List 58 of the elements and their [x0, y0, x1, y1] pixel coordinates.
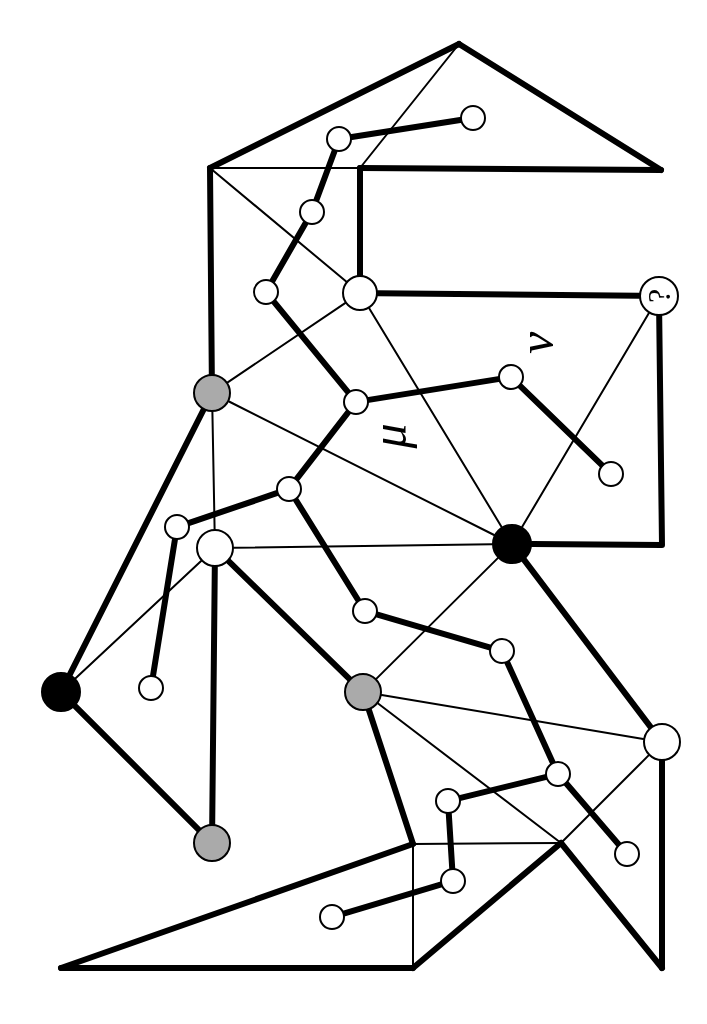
edge-line	[67, 407, 207, 678]
edge-line	[211, 411, 216, 530]
variable-label: ν	[511, 331, 562, 355]
vertex-circle	[435, 788, 461, 814]
vertex-circle	[498, 364, 524, 390]
vertex-circle	[639, 276, 679, 316]
vertex-circle	[342, 275, 378, 311]
vertex-circle	[326, 126, 352, 152]
edge-line	[293, 409, 352, 482]
edge-line	[357, 165, 363, 278]
edge-line	[313, 148, 338, 203]
vertex-circle	[598, 461, 624, 487]
vertex-circle	[343, 389, 369, 415]
edge-line	[659, 758, 665, 971]
vertex-circle	[643, 723, 681, 761]
edge-line	[72, 703, 202, 833]
edge-line	[380, 694, 645, 740]
edge-line	[445, 811, 456, 871]
edge-line	[365, 707, 416, 847]
vertex-circle	[253, 279, 279, 305]
vertex-circle	[489, 638, 515, 664]
edge-line	[225, 558, 353, 682]
edge-line	[207, 165, 215, 377]
vertex-circle	[299, 199, 325, 225]
edge-line	[504, 659, 556, 766]
vertex-circle	[193, 374, 231, 412]
edge-line	[377, 702, 562, 844]
edge-line	[186, 490, 280, 526]
vertex-circle	[276, 476, 302, 502]
vertex-circle	[460, 105, 486, 131]
vertex-circle	[164, 514, 190, 540]
edge-line	[271, 299, 351, 395]
edge-line	[209, 564, 218, 827]
edge-line	[269, 220, 309, 284]
vertex-circle	[41, 672, 81, 712]
edge-line	[521, 312, 650, 528]
edge-line	[517, 383, 605, 468]
vertex-circle	[440, 868, 466, 894]
edge-line	[292, 497, 362, 603]
vertex-circle	[492, 524, 532, 564]
vertex-circle	[138, 675, 164, 701]
vertex-circle	[344, 673, 382, 711]
edge-line	[368, 307, 503, 528]
edge-line	[226, 302, 347, 384]
edge-line	[521, 556, 654, 730]
vertex-circle	[196, 529, 234, 567]
edge-line	[233, 543, 493, 549]
edge-line	[560, 754, 650, 844]
edge-line	[74, 560, 203, 680]
vertex-circle	[614, 841, 640, 867]
edge-line	[375, 557, 499, 680]
vertex-circle	[545, 761, 571, 787]
edge-line	[563, 780, 622, 848]
vertex-circle	[352, 598, 378, 624]
edge-line	[228, 400, 496, 536]
vertex-circle	[193, 824, 231, 862]
vertex-circle	[319, 904, 345, 930]
node-label: ?	[643, 288, 675, 304]
